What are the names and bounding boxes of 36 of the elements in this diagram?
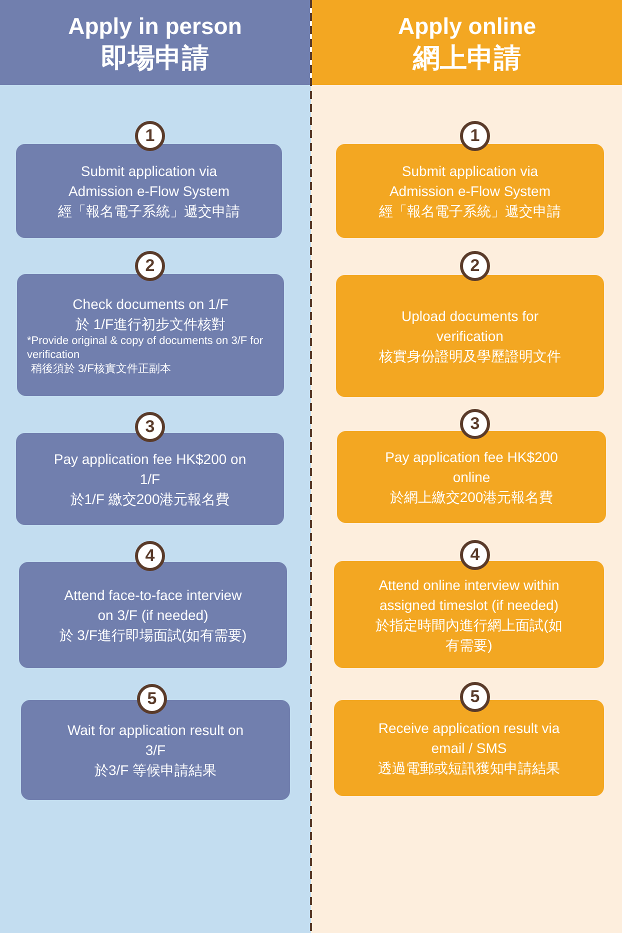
step-text: 經「報名電子系統」遞交申請: [58, 202, 240, 221]
step-text: Attend face-to-face interview on 3/F (if needed): [63, 586, 243, 625]
step-box: [16, 144, 282, 238]
step-text: 透過電郵或短訊獲知申請結果: [378, 759, 560, 778]
step-box: [334, 561, 604, 668]
step-text: Attend online interview within assigned timeslot (if needed): [378, 576, 560, 614]
step-box: [17, 274, 284, 396]
step-text: 經「報名電子系統」遞交申請: [379, 202, 561, 221]
note-text: *Provide original & copy of documents on 3/F for verification: [27, 334, 264, 362]
step-box: [337, 431, 606, 523]
header-band: [312, 0, 622, 85]
step-text: 於3/F 等候申請結果: [94, 761, 217, 780]
step-text: 於網上繳交200港元報名費: [390, 488, 554, 507]
step-text: 於指定時間內進行網上面試(如有需要): [374, 616, 564, 654]
step-text: 於1/F 繳交200港元報名費: [70, 490, 230, 509]
step-text: 核實身份證明及學歷證明文件: [379, 347, 561, 366]
step-text: Upload documents for verification: [400, 307, 540, 346]
step-box: [19, 562, 287, 668]
heading-text: Apply in person: [68, 12, 242, 40]
step-text: Receive application result via email / SMS: [377, 719, 561, 758]
step-text: 於 3/F進行即場面試(如有需要): [59, 626, 247, 645]
step-text: Pay application fee HK$200 online: [384, 448, 559, 487]
step-text: Pay application fee HK$200 on 1/F: [52, 450, 248, 489]
step-box: [16, 433, 284, 525]
step-text: Wait for application result on 3/F: [66, 721, 245, 760]
heading-text: 網上申請: [413, 42, 521, 74]
heading-text: 即場申請: [101, 42, 209, 74]
heading-text: Apply online: [398, 12, 536, 40]
step-text: Submit application via Admission e-Flow System: [388, 162, 552, 201]
step-box: [336, 275, 604, 397]
step-text: Submit application via Admission e-Flow System: [67, 162, 231, 201]
header-band: [0, 0, 310, 85]
step-text: Check documents on 1/F: [72, 295, 228, 314]
note-text: 稍後須於 3/F核實文件正副本: [30, 362, 172, 376]
step-text: 於 1/F進行初步文件核對: [75, 315, 226, 334]
step-box: [336, 144, 604, 238]
